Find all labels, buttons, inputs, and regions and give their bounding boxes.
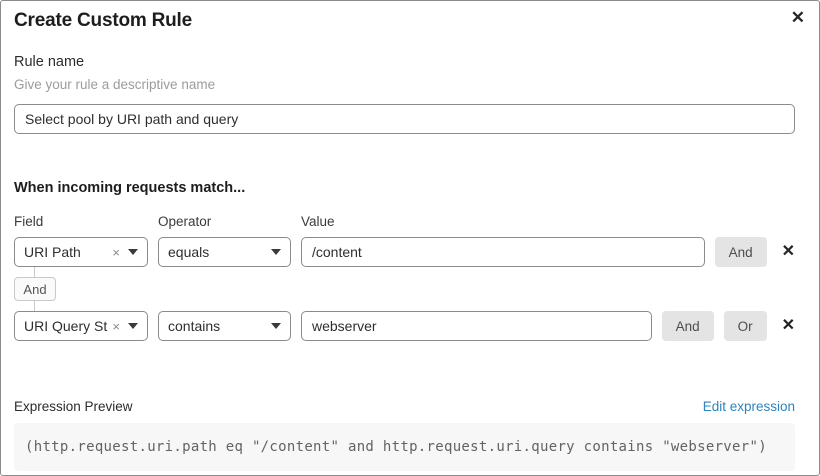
rule-name-helper-text: Give your rule a descriptive name <box>14 77 216 92</box>
edit-expression-link[interactable]: Edit expression <box>702 399 795 414</box>
value-input[interactable] <box>301 237 705 267</box>
chevron-down-icon <box>128 249 138 255</box>
condition-column-headers: Field Operator Value <box>14 214 795 229</box>
chevron-down-icon <box>271 249 281 255</box>
field-select[interactable]: URI Path × <box>14 237 148 267</box>
field-select-value: URI Query St... <box>24 318 108 334</box>
and-condition-button[interactable]: And <box>661 311 714 341</box>
rule-name-label: Rule name <box>14 54 85 70</box>
or-condition-button[interactable]: Or <box>723 311 767 341</box>
expression-preview-header: Expression Preview Edit expression <box>14 399 795 414</box>
close-icon[interactable]: ✕ <box>790 8 805 27</box>
chevron-down-icon <box>271 323 281 329</box>
value-input[interactable] <box>301 311 652 341</box>
condition-connector: And <box>14 267 795 311</box>
field-column-header: Field <box>14 214 44 229</box>
operator-select[interactable]: contains <box>158 311 291 341</box>
operator-select-value: equals <box>168 244 210 260</box>
and-connector-badge: And <box>14 277 56 301</box>
operator-column-header: Operator <box>158 214 212 229</box>
remove-condition-icon[interactable]: ✕ <box>781 317 795 334</box>
expression-preview-code: (http.request.uri.path eq "/content" and… <box>14 423 795 471</box>
clear-selection-icon[interactable]: × <box>112 318 120 334</box>
operator-select[interactable]: equals <box>158 237 291 267</box>
expression-preview-label: Expression Preview <box>14 399 133 414</box>
condition-row: URI Query St... × contains And Or ✕ <box>14 311 795 341</box>
value-column-header: Value <box>301 214 335 229</box>
condition-row: URI Path × equals And ✕ <box>14 237 795 267</box>
operator-select-value: contains <box>168 318 221 334</box>
rule-name-input[interactable] <box>14 104 795 134</box>
chevron-down-icon <box>128 323 138 329</box>
and-condition-button[interactable]: And <box>714 237 767 267</box>
field-select-value: URI Path <box>24 244 81 260</box>
field-select[interactable]: URI Query St... × <box>14 311 148 341</box>
remove-condition-icon[interactable]: ✕ <box>781 243 795 260</box>
page-title: Create Custom Rule <box>14 10 192 31</box>
match-section-heading: When incoming requests match... <box>14 180 246 196</box>
clear-selection-icon[interactable]: × <box>112 244 120 260</box>
